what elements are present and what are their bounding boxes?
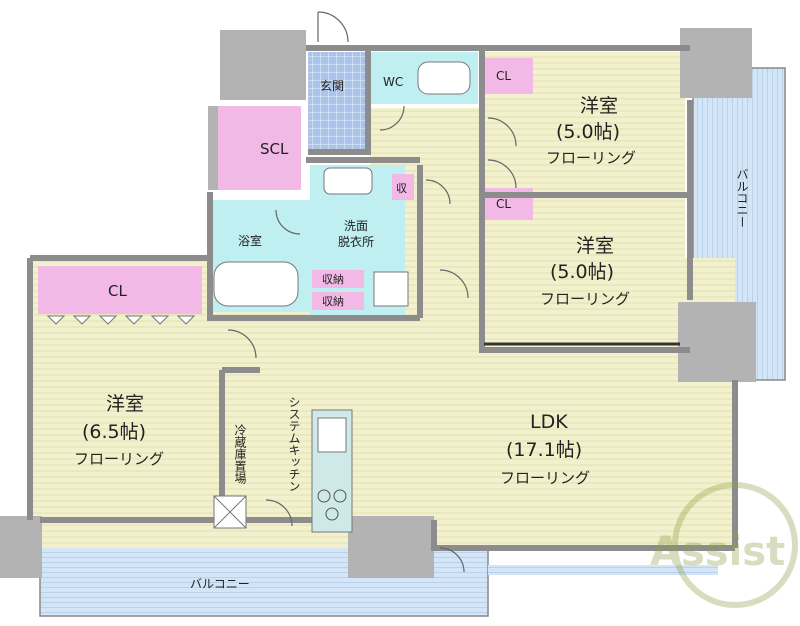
door-swings xyxy=(227,11,517,573)
label-western-upper-floor: フローリング xyxy=(546,149,636,167)
fridge-space xyxy=(213,495,247,529)
label-western-middle-size: (5.0帖) xyxy=(550,261,614,283)
bathtub xyxy=(213,261,299,307)
closet-shuno-2 xyxy=(312,292,364,310)
sink xyxy=(317,417,347,453)
assist-logo-watermark: Assist xyxy=(650,482,798,608)
label-cl-left: CL xyxy=(108,282,127,300)
svg-text:Assist: Assist xyxy=(650,529,785,575)
label-cl-mid: CL xyxy=(496,197,511,211)
label-western-left-name: 洋室 xyxy=(106,393,144,415)
label-shu: 収 xyxy=(396,182,407,195)
closet-shu xyxy=(392,174,414,200)
room-western-middle xyxy=(485,198,685,346)
label-western-left-floor: フローリング xyxy=(74,450,164,468)
label-shuno-2: 収納 xyxy=(322,295,344,308)
washing-machine-pan xyxy=(373,271,409,307)
closet-top xyxy=(485,58,533,94)
closet-scl xyxy=(213,106,301,190)
pillar-bottom-mid xyxy=(348,516,434,578)
pillar-bottom-left xyxy=(0,516,42,578)
label-fridge-space: 冷蔵庫置場 xyxy=(233,424,247,485)
label-ldk-name: LDK xyxy=(530,411,568,433)
walls xyxy=(27,45,738,551)
label-ldk-floor: フローリング xyxy=(500,469,590,487)
label-washroom: 洗面脱衣所 xyxy=(338,219,374,249)
label-western-upper-size: (5.0帖) xyxy=(556,121,620,143)
label-western-middle-floor: フローリング xyxy=(540,290,630,308)
label-cl-top: CL xyxy=(496,69,511,83)
label-western-middle-name: 洋室 xyxy=(576,235,614,257)
closet-left xyxy=(38,266,202,314)
pillar-left-wall xyxy=(208,106,218,190)
pillar-top-left xyxy=(220,30,306,100)
label-western-upper-name: 洋室 xyxy=(580,95,618,117)
closet-door-markers xyxy=(46,315,196,325)
stove-burners xyxy=(317,489,347,521)
entrance-tile xyxy=(308,52,366,152)
label-western-left-size: (6.5帖) xyxy=(82,421,146,443)
pillar-top-right xyxy=(680,28,752,98)
label-balcony-bottom: バルコニー xyxy=(190,577,250,591)
label-entrance: 玄関 xyxy=(320,78,344,93)
label-scl: SCL xyxy=(260,140,289,158)
balcony-bottom-right xyxy=(488,565,718,575)
label-bath: 浴室 xyxy=(238,233,262,248)
label-ldk-size: (17.1帖) xyxy=(506,439,582,461)
closet-shuno-1 xyxy=(312,270,364,288)
label-shuno-1: 収納 xyxy=(322,273,344,286)
label-wc: WC xyxy=(383,75,403,89)
pillar-mid-right xyxy=(678,302,756,382)
toilet xyxy=(417,61,471,95)
washbasin xyxy=(323,167,373,195)
label-balcony-right: バルコニー xyxy=(735,168,749,228)
label-system-kitchen: システムキッチン xyxy=(287,396,301,492)
